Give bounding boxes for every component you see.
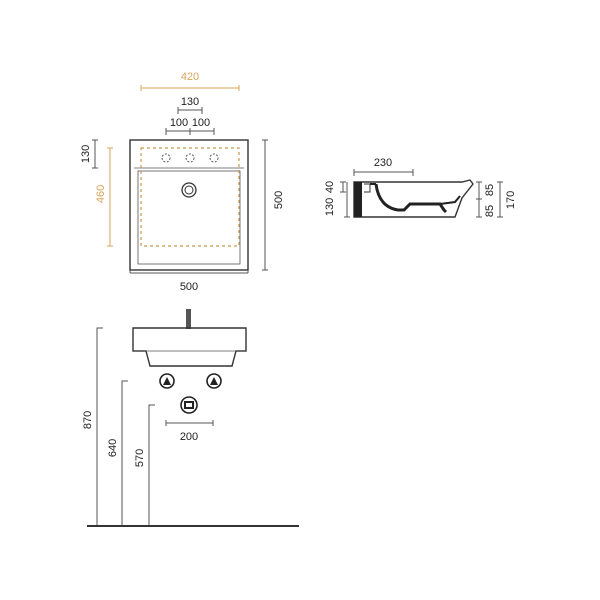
back-wall-fill (354, 182, 362, 217)
tap-fitting-section (364, 183, 371, 193)
dimension-420-label: 420 (181, 71, 199, 83)
dimension-bottom-500: 500 (129, 270, 249, 293)
height-valves-label: 640 (107, 439, 119, 457)
side-left-small-label: 40 (324, 181, 336, 193)
tap-hole-center-icon (185, 153, 195, 163)
waste-outlet-icon (180, 396, 198, 414)
bowl-outline (137, 170, 241, 265)
valve-spacing-label: 200 (180, 431, 198, 443)
dimension-right-500: 500 (262, 139, 285, 271)
tap-hole-right-icon (209, 153, 219, 163)
side-right-lower-label: 85 (484, 205, 496, 217)
dimension-left-40: 40 (324, 181, 346, 193)
dimension-tap-spacing: 130 (177, 96, 203, 114)
top-view: 420 130 100 100 (80, 71, 285, 293)
left-top-label: 130 (80, 145, 92, 163)
tap-holes (161, 153, 219, 163)
height-basin-label: 870 (82, 411, 94, 429)
dimension-left-130-side: 130 (324, 182, 350, 218)
valve-right-icon (206, 373, 222, 389)
basin-top-outline (129, 139, 249, 271)
dimension-200: 200 (165, 420, 214, 443)
tap-offset-left-label: 100 (170, 117, 188, 129)
drain-inner-icon (184, 185, 194, 195)
side-top-width-label: 230 (374, 157, 392, 169)
dimension-left-130: 130 (80, 139, 98, 169)
dimension-230: 230 (353, 157, 414, 176)
dimension-right-side: 85 85 170 (476, 181, 517, 218)
right-depth-label: 500 (273, 191, 285, 209)
dimension-870: 870 (82, 327, 103, 525)
valve-left-icon (159, 373, 175, 389)
side-right-total-label: 170 (505, 191, 517, 209)
left-depth-label: 460 (95, 185, 107, 203)
bowl-dashed-outline (140, 147, 240, 247)
basin-front-outline (132, 327, 247, 367)
front-elevation: 200 870 640 570 (82, 309, 299, 527)
dimension-left-460: 460 (95, 147, 113, 247)
dimension-640: 640 (107, 380, 128, 525)
drain-icon (181, 182, 197, 198)
dimension-420: 420 (140, 71, 240, 91)
tap-hole-left-icon (161, 153, 171, 163)
dimension-tap-offsets: 100 100 (165, 117, 215, 135)
section-outline (353, 179, 474, 218)
bowl-section-curve (374, 183, 448, 214)
faucet-icon (186, 309, 191, 329)
side-right-upper-label: 85 (484, 184, 496, 196)
tap-offset-right-label: 100 (192, 117, 210, 129)
bottom-width-label: 500 (180, 281, 198, 293)
side-section: 230 40 130 85 85 (324, 157, 517, 218)
tap-spacing-label: 130 (181, 96, 199, 108)
side-left-height-label: 130 (324, 198, 336, 216)
dimension-570: 570 (134, 404, 155, 525)
height-drain-label: 570 (134, 449, 146, 467)
